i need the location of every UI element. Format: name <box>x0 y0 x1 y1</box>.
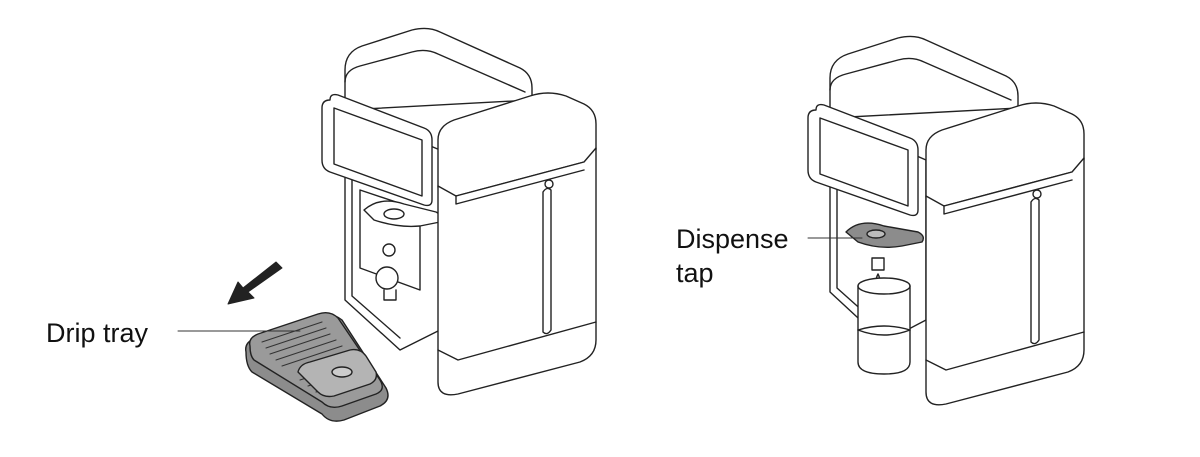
left-machine-back-body <box>344 27 533 111</box>
glass-water-surface <box>857 329 911 336</box>
left-machine-tap-nozzle <box>383 208 405 220</box>
glass <box>857 277 911 375</box>
drip-tray <box>245 311 389 422</box>
drip-tray-insert-center <box>331 366 353 378</box>
left-machine-latch <box>544 179 554 189</box>
right-machine-screen <box>807 103 919 217</box>
dispense-tap-label-line2: tap <box>676 258 714 288</box>
right-machine-tank-band <box>925 331 1085 371</box>
dispense-tap-label-line1: Dispense <box>676 224 789 254</box>
glass-water-back <box>857 325 911 331</box>
left-machine-screen <box>321 93 433 207</box>
right-machine-back-body <box>829 35 1019 119</box>
left-machine-spout <box>383 289 397 301</box>
left-machine-screen-inner <box>333 107 423 197</box>
left-machine-tank-band <box>437 321 597 361</box>
left-machine-level-window <box>542 187 552 335</box>
arrow-down-left-icon <box>227 261 283 305</box>
drip-tray-label-text: Drip tray <box>46 318 149 348</box>
glass-rim <box>857 277 911 295</box>
left-machine-knob-small <box>382 243 396 257</box>
right-machine-latch <box>1032 189 1042 199</box>
left-machine-tank-lip <box>455 169 585 205</box>
right-machine-tap-nozzle <box>866 229 886 239</box>
right-machine-back-top-edge <box>829 57 1012 101</box>
left-machine-knob-large <box>375 266 399 290</box>
right-machine-level-window <box>1030 197 1040 345</box>
drip-tray-label: Drip tray <box>46 316 148 350</box>
right-machine-tank-lip <box>943 179 1073 215</box>
left-machine-back-top-edge <box>344 49 526 93</box>
right-machine-screen-inner <box>819 117 909 207</box>
dispense-tap-label: Dispense tap <box>676 222 789 290</box>
left-machine <box>321 27 597 396</box>
right-machine <box>807 35 1085 406</box>
glass-body <box>857 285 911 375</box>
right-machine-spout <box>871 257 885 271</box>
